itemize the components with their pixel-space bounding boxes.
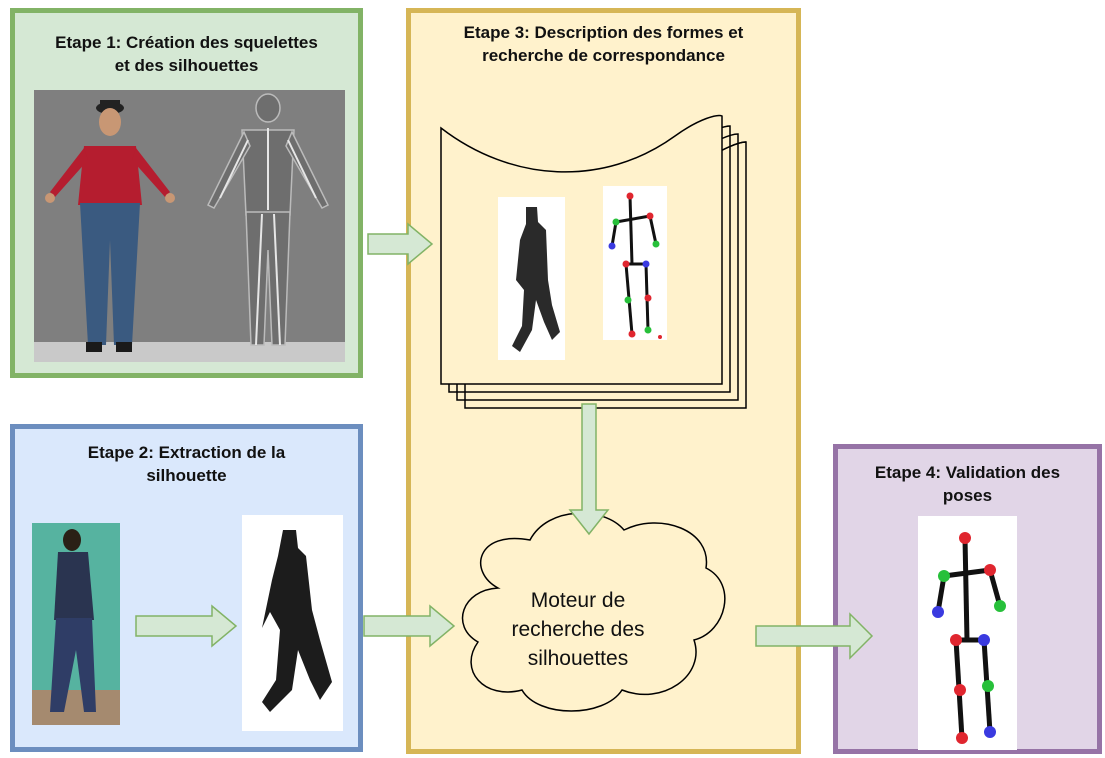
stage-1-title: Etape 1: Création des squelettes et des … <box>55 33 318 75</box>
input-photo <box>32 523 120 725</box>
search-engine-label: Moteur de recherche des silhouettes <box>511 589 645 670</box>
stage-4-title: Etape 4: Validation des poses <box>874 463 1061 505</box>
arrow-stage1-to-stage3 <box>367 222 434 266</box>
skeleton-bones <box>219 128 317 346</box>
document-stack <box>440 114 747 409</box>
stage-2-title: Etape 2: Extraction de la silhouette <box>87 443 286 485</box>
stage-1-render-image <box>34 90 345 362</box>
arrow-photo-to-silhouette <box>135 604 238 648</box>
document-skeleton-image <box>603 186 667 340</box>
arrow-documents-to-cloud <box>568 403 610 536</box>
extracted-silhouette-image <box>242 515 343 731</box>
arrow-cloud-to-stage4 <box>755 612 874 660</box>
validated-skeleton-image <box>918 516 1017 750</box>
arrow-stage2-to-cloud <box>363 604 456 648</box>
stage-3-title: Etape 3: Description des formes et reche… <box>463 23 744 65</box>
avatar-figure <box>45 100 175 352</box>
document-silhouette-image <box>498 197 565 360</box>
search-engine-cloud <box>461 512 726 712</box>
